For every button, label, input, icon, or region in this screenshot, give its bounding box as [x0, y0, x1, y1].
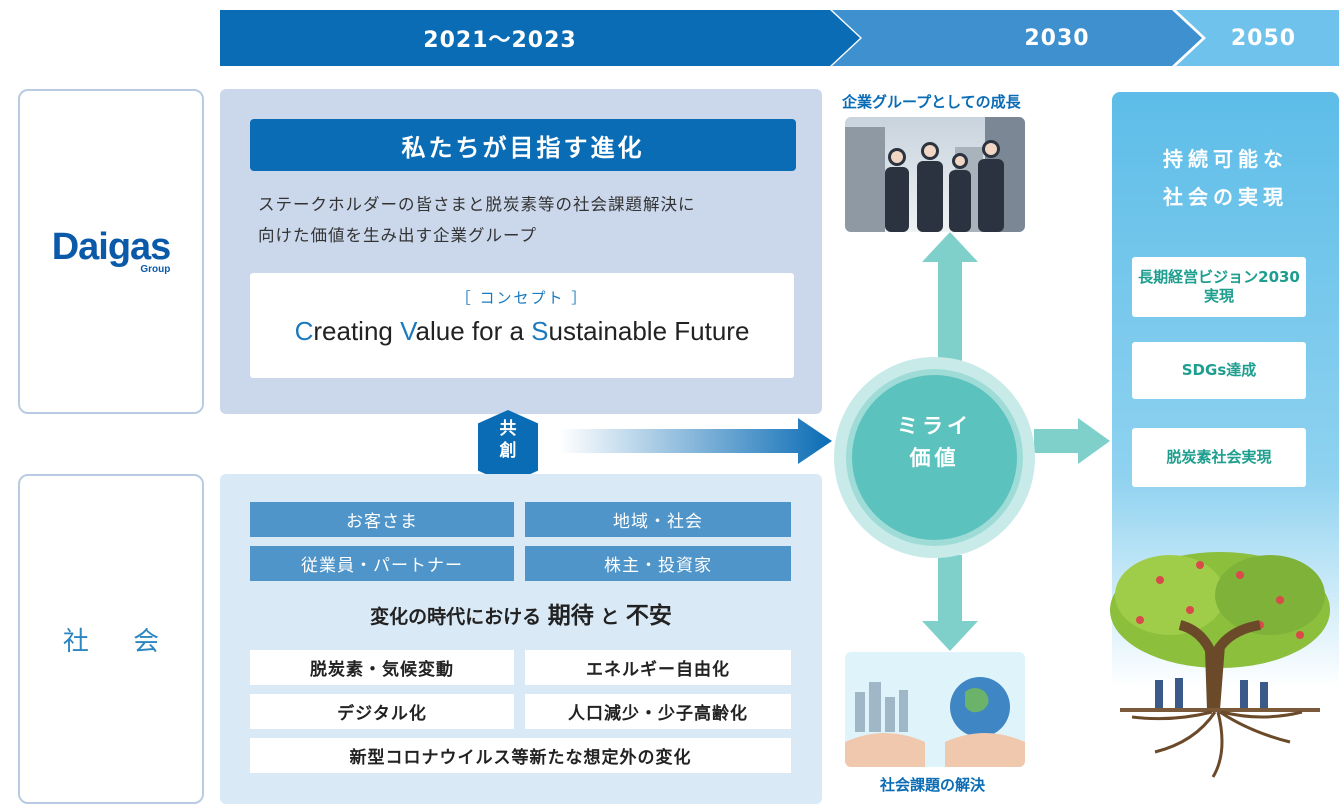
- stakeholder-chip: お客さま: [250, 502, 514, 537]
- business-people-photo: [845, 117, 1025, 232]
- mirai-value-label: ミライ 価値: [852, 410, 1017, 474]
- stakeholder-chip: 従業員・パートナー: [250, 546, 514, 581]
- goal-sdgs: SDGs達成: [1132, 342, 1306, 399]
- tree-illustration-icon: [1110, 552, 1330, 778]
- concept-word: reating: [313, 316, 401, 346]
- expectation-heading: 変化の時代における 期待 と 不安: [220, 596, 822, 630]
- description-line: ステークホルダーの皆さまと脱炭素等の社会課題解決に: [258, 195, 696, 214]
- timeline-label: 2030: [1024, 25, 1090, 51]
- concept-word: ustainable Future: [548, 316, 750, 346]
- timeline-label: 2021～2023: [423, 28, 577, 53]
- sustainable-society-title: 持続可能な 社会の実現: [1112, 140, 1339, 216]
- business-people-image: [845, 117, 1025, 232]
- description-line: 向けた価値を生み出す企業グループ: [258, 226, 538, 245]
- expect-word: 期待: [547, 603, 594, 629]
- goal-vision-2030: 長期経営ビジョン2030 実現: [1132, 257, 1306, 317]
- title-line: 社会の実現: [1163, 185, 1288, 209]
- mirai-line: 価値: [909, 446, 960, 470]
- society-label: 社 会: [62, 626, 178, 657]
- expect-word: 不安: [625, 603, 672, 629]
- concept-box: ［ コンセプト ］ Creating Value for a Sustainab…: [250, 273, 794, 378]
- issue-chip: 人口減少・少子高齢化: [525, 694, 791, 729]
- co-creation-char: 創: [499, 441, 517, 461]
- society-box: 社 会: [18, 474, 204, 804]
- logo-main-text: Daigas: [51, 226, 172, 268]
- concept-initial: S: [531, 316, 549, 346]
- issue-chip: 脱炭素・気候変動: [250, 650, 514, 685]
- concept-initial: C: [294, 316, 314, 346]
- co-creation-char: 共: [499, 419, 517, 439]
- goal-decarbonization: 脱炭素社会実現: [1132, 428, 1306, 487]
- daigas-logo: Daigas Group: [51, 226, 172, 275]
- stakeholder-chip: 株主・投資家: [525, 546, 791, 581]
- mirai-value-circle: [852, 375, 1017, 540]
- company-box: Daigas Group: [18, 89, 204, 414]
- timeline-period-2021-2023: 2021～2023: [220, 10, 860, 66]
- evolution-title: 私たちが目指す進化: [250, 119, 796, 171]
- arrow-right-to-goal: [1034, 418, 1110, 464]
- flow-arrow-to-mirai: [560, 418, 832, 464]
- expect-prefix: 変化の時代における: [370, 606, 548, 628]
- concept-word: alue for a: [415, 316, 532, 346]
- title-line: 持続可能な: [1163, 147, 1288, 171]
- concept-label: ［ コンセプト ］: [455, 289, 589, 307]
- mirai-line: ミライ: [897, 414, 972, 438]
- globe-hands-photo: [845, 652, 1025, 767]
- growth-label: 企業グループとしての成長: [842, 93, 1021, 111]
- issue-chip: 新型コロナウイルス等新たな想定外の変化: [250, 738, 791, 773]
- issue-chip: デジタル化: [250, 694, 514, 729]
- arrow-down-to-solution: [922, 555, 978, 651]
- logo-sub-text: Group: [140, 264, 171, 275]
- co-creation-label: 共 創: [478, 418, 538, 462]
- timeline-label: 2050: [1230, 25, 1297, 51]
- arrow-up-to-growth: [922, 232, 978, 362]
- co-creation-double-arrow: [478, 410, 538, 484]
- concept-initial: V: [400, 316, 416, 346]
- timeline-period-2030: 2030: [832, 10, 1202, 66]
- expect-mid: と: [593, 606, 626, 628]
- stakeholder-chip: 地域・社会: [525, 502, 791, 537]
- society-panel: お客さま 地域・社会 従業員・パートナー 株主・投資家 変化の時代における 期待…: [220, 474, 822, 804]
- social-solution-label: 社会課題の解決: [880, 776, 986, 794]
- evolution-panel: 私たちが目指す進化 ステークホルダーの皆さまと脱炭素等の社会課題解決に 向けた価…: [220, 89, 822, 414]
- issue-chip: エネルギー自由化: [525, 650, 791, 685]
- concept-text: Creating Value for a Sustainable Future: [250, 316, 794, 347]
- globe-hands-image: [845, 652, 1025, 767]
- evolution-description: ステークホルダーの皆さまと脱炭素等の社会課題解決に 向けた価値を生み出す企業グル…: [258, 189, 798, 251]
